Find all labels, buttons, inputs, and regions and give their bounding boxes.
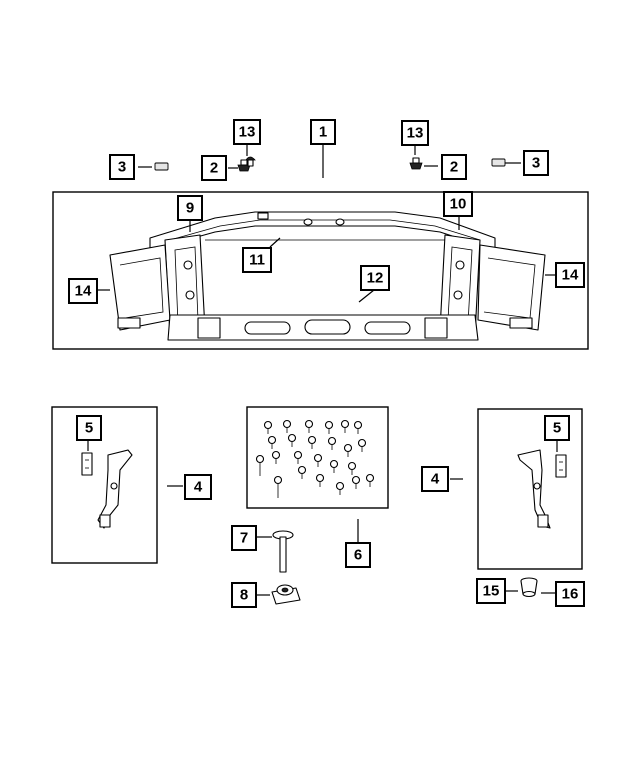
radiator-support-assembly: [109, 211, 546, 341]
right-bracket-box: [477, 408, 583, 570]
fastener-set: [255, 419, 375, 498]
svg-text:13: 13: [239, 124, 256, 141]
callout-3-left: 3: [109, 154, 135, 180]
callout-13-left: 13: [233, 119, 261, 145]
svg-text:3: 3: [118, 159, 126, 176]
svg-text:13: 13: [407, 125, 424, 142]
nut-tag-part-right: [555, 454, 567, 478]
clip-part-left: [237, 159, 251, 172]
rivet-part-left: [245, 156, 256, 167]
svg-text:4: 4: [431, 471, 440, 488]
clip-part-right: [409, 157, 423, 170]
callout-8: 8: [231, 582, 257, 608]
callout-11: 11: [242, 247, 272, 273]
callout-13-right: 13: [401, 120, 429, 146]
svg-text:14: 14: [562, 267, 579, 284]
callout-15: 15: [476, 578, 506, 604]
svg-text:11: 11: [249, 252, 265, 269]
svg-text:16: 16: [562, 586, 579, 603]
callout-2-left: 2: [201, 155, 227, 181]
svg-text:10: 10: [450, 196, 467, 213]
fastener-kit-box: [246, 406, 389, 509]
callout-9: 9: [177, 195, 203, 221]
nut-tag-part-left: [81, 452, 93, 476]
svg-text:3: 3: [532, 155, 540, 172]
svg-text:7: 7: [240, 530, 248, 547]
leader-lines: [87, 145, 558, 596]
svg-text:5: 5: [553, 420, 561, 437]
left-bracket-box: [51, 406, 158, 564]
svg-text:6: 6: [354, 547, 362, 564]
callout-1: 1: [310, 119, 336, 145]
callout-12: 12: [360, 265, 390, 291]
spacer-part-left: [154, 162, 169, 171]
svg-text:14: 14: [75, 283, 92, 300]
svg-text:8: 8: [240, 587, 248, 604]
svg-text:1: 1: [319, 124, 327, 141]
radiator-support-frame-box: [52, 191, 589, 350]
right-bracket-part: [517, 449, 551, 529]
left-bracket-part: [97, 449, 133, 529]
spacer-part-right: [491, 158, 506, 167]
callout-14-right: 14: [555, 262, 585, 288]
svg-text:15: 15: [483, 583, 500, 600]
bolt-part: [272, 530, 294, 573]
svg-text:2: 2: [450, 159, 458, 176]
callout-16: 16: [555, 581, 585, 607]
svg-text:12: 12: [367, 270, 384, 287]
svg-text:4: 4: [194, 479, 203, 496]
callout-14-left: 14: [68, 278, 98, 304]
callout-7: 7: [231, 525, 257, 551]
svg-text:2: 2: [210, 160, 218, 177]
callout-2-right: 2: [441, 154, 467, 180]
callout-10: 10: [443, 191, 473, 217]
callout-4-left: 4: [184, 474, 212, 500]
callout-6: 6: [345, 542, 371, 568]
svg-text:5: 5: [85, 420, 93, 437]
insulator-part: [271, 584, 301, 605]
svg-text:9: 9: [186, 200, 194, 217]
callout-5-right: 5: [544, 415, 570, 441]
callout-5-left: 5: [76, 415, 102, 441]
bushing-part: [520, 577, 538, 598]
callout-4-right: 4: [421, 466, 449, 492]
callout-3-right: 3: [523, 150, 549, 176]
